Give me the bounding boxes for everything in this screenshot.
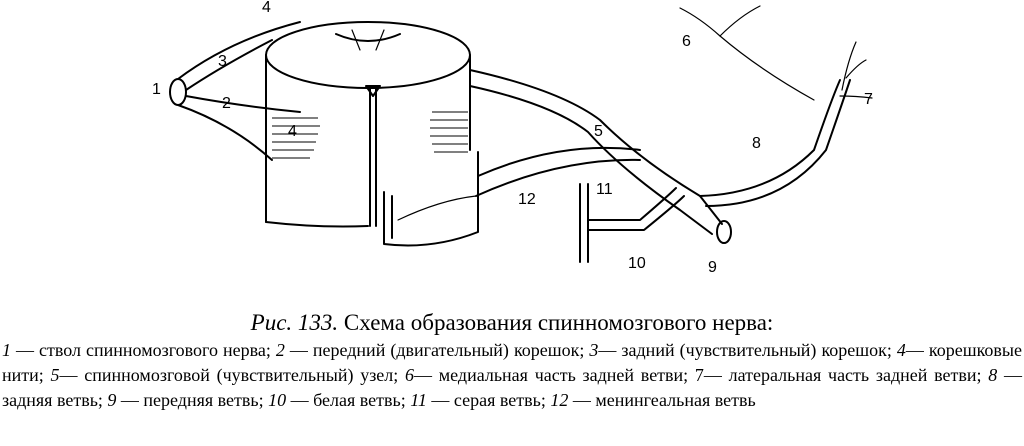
legend-text: — медиальная часть задней ветви; [414,365,695,385]
label-4-mid: 4 [288,123,297,140]
label-4-top: 4 [262,0,271,16]
meningeal-wrap [384,152,478,246]
label-10: 10 [628,255,646,272]
caption-text: Схема образования спинномозгового нерва: [344,310,773,335]
legend-item: 9 — передняя ветвь; [107,390,268,410]
legend-item: 3— задний (чувствительный) корешок; [589,340,896,360]
label-11: 11 [596,181,613,198]
legend-text: — менингеальная ветвь [568,390,755,410]
label-5: 5 [594,123,603,140]
legend-text: — спинномозговой (чувствительный) узел; [60,365,406,385]
legend-num: 12 [550,390,568,410]
legend-item: 2 — передний (двигательный) корешок; [276,340,590,360]
figure-number: Рис. 133. [251,310,339,335]
legend-num: 11 [410,390,427,410]
legend-num: 6 [405,365,414,385]
legend-num: 1 [2,340,11,360]
legend-item: 6— медиальная часть задней ветви; [405,365,695,385]
label-3: 3 [218,53,227,70]
legend-item: 10 — белая ветвь; [268,390,410,410]
legend-num: 10 [268,390,286,410]
label-1: 1 [152,81,161,98]
legend-text: — передняя ветвь; [116,390,268,410]
left-nerve-trunk [170,22,300,160]
legend-text: — задний (чувствительный) корешок; [598,340,896,360]
legend-num: 2 [276,340,285,360]
legend-text: — серая ветвь; [427,390,550,410]
legend-num: 5 [51,365,60,385]
legend-num: 4 [897,340,906,360]
root-filaments-right [430,112,468,152]
legend-text: — латеральная часть задней ветви; [704,365,988,385]
legend-num: 7 [695,365,704,385]
legend-item: 1 — ствол спинномозгового нерва; [2,340,276,360]
legend-item: 11 — серая ветвь; [410,390,550,410]
legend-item: 12 — менингеальная ветвь [550,390,755,410]
legend-text: — ствол спинномозгового нерва; [11,340,276,360]
legend-text: — передний (двигательный) корешок; [285,340,590,360]
label-2: 2 [222,95,231,112]
label-8: 8 [752,135,761,152]
label-9: 9 [708,259,717,276]
figure-caption: Рис. 133. Схема образования спинномозгов… [0,308,1024,413]
spinal-nerve-diagram: 4 3 1 2 4 5 6 7 8 12 11 10 9 [0,0,1024,300]
label-7: 7 [864,91,873,108]
label-12: 12 [518,191,536,208]
legend-item: 7— латеральная часть задней ветви; [695,365,988,385]
legend-text: — белая ветвь; [286,390,410,410]
legend-num: 8 [988,365,997,385]
legend-item: 5— спинномозговой (чувствительный) узел; [51,365,406,385]
legend: 1 — ствол спинномозгового нерва; 2 — пер… [0,338,1024,413]
label-6: 6 [682,33,691,50]
caption-title: Рис. 133. Схема образования спинномозгов… [0,308,1024,338]
